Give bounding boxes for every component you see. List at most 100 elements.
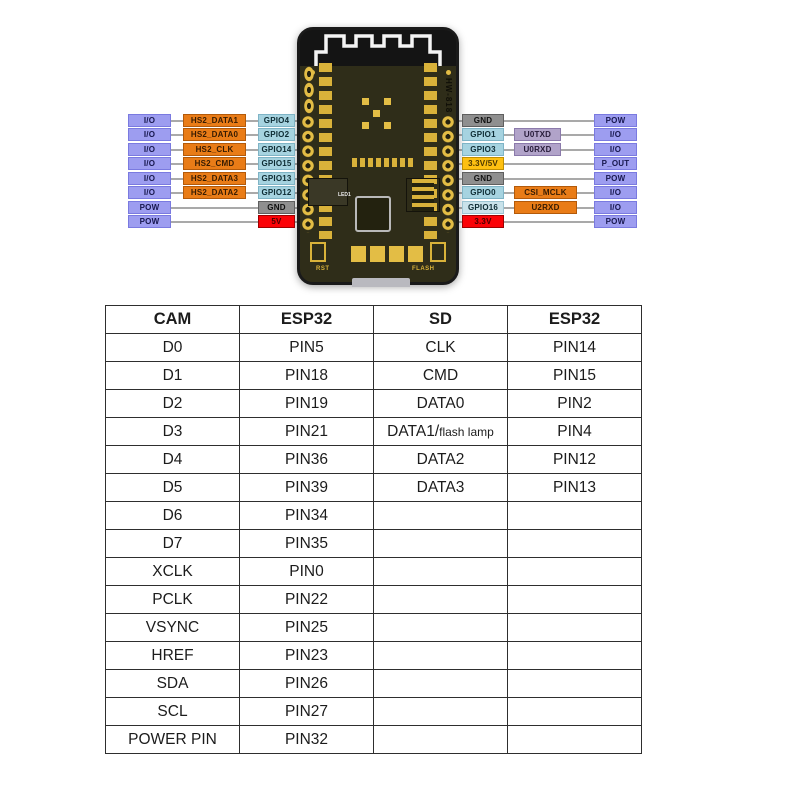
table-cell <box>507 501 642 530</box>
table-cell <box>507 641 642 670</box>
table-cell: PIN27 <box>239 697 374 726</box>
flash-lamp-note: flash lamp <box>439 424 494 439</box>
pin-row-left-1: I/O HS2_DATA1 GPIO4 <box>0 114 800 127</box>
board-via-dot <box>446 70 451 75</box>
table-cell: PIN18 <box>239 361 374 390</box>
table-cell <box>373 725 508 754</box>
table-row: D3 PIN21 DATA1/flash lamp PIN4 <box>105 417 642 446</box>
pin-gpio-badge: GPIO1 <box>462 128 504 141</box>
table-cell <box>373 557 508 586</box>
table-cell <box>507 529 642 558</box>
table-cell: PIN32 <box>239 725 374 754</box>
table-row: XCLK PIN0 <box>105 557 642 586</box>
pin-gpio-badge: GPIO2 <box>258 128 295 141</box>
table-cell <box>373 501 508 530</box>
pin-signal-badge: U0TXD <box>514 128 561 141</box>
pin-row-right-8: 3.3V POW <box>0 215 800 228</box>
pin-signal-badge: HS2_DATA1 <box>183 114 246 127</box>
table-cell: PIN23 <box>239 641 374 670</box>
pin-gpio-badge: GPIO14 <box>258 143 295 156</box>
table-cell: PIN0 <box>239 557 374 586</box>
pin-type-badge: POW <box>594 114 637 127</box>
pin-row-right-6: GPIO0 CSI_MCLK I/O <box>0 186 800 199</box>
table-header-row: CAM ESP32 SD ESP32 <box>105 305 642 334</box>
table-cell <box>507 697 642 726</box>
pin-row-right-7: GPIO16 U2RXD I/O <box>0 201 800 214</box>
pin-type-badge: POW <box>594 215 637 228</box>
pin-gnd-badge: GND <box>462 114 504 127</box>
table-cell: PIN25 <box>239 613 374 642</box>
pin-row-left-3: I/O HS2_CLK GPIO14 <box>0 143 800 156</box>
board-smd-pads-left <box>319 63 332 239</box>
pin-signal-badge: HS2_CLK <box>183 143 246 156</box>
board-fiducial <box>384 122 391 129</box>
board-corner-pad <box>310 242 326 262</box>
table-cell: D4 <box>105 445 240 474</box>
pin-gpio-badge: GPIO3 <box>462 143 504 156</box>
pin-row-left-5: I/O HS2_DATA3 GPIO13 <box>0 172 800 185</box>
table-cell: PIN35 <box>239 529 374 558</box>
pin-signal-badge: HS2_DATA0 <box>183 128 246 141</box>
board-led-label: LED1 <box>338 192 351 198</box>
wire-line <box>150 221 310 223</box>
wire-line <box>450 120 600 122</box>
board-castellated-pads-right <box>441 115 455 233</box>
pin-row-left-8: POW 5V <box>0 215 800 228</box>
pin-row-right-1: GND POW <box>0 114 800 127</box>
board-connector <box>355 196 391 232</box>
table-cell: PIN36 <box>239 445 374 474</box>
sd-data1-label: DATA1/ <box>387 422 440 440</box>
table-row: D1 PIN18 CMD PIN15 <box>105 361 642 390</box>
table-cell: D6 <box>105 501 240 530</box>
pin-row-right-3: GPIO3 U0RXD I/O <box>0 143 800 156</box>
table-cell: SDA <box>105 669 240 698</box>
table-cell <box>507 557 642 586</box>
board-chip <box>308 178 348 206</box>
board-model-label: HW-818 <box>444 78 453 114</box>
board-oval-pads <box>304 66 314 114</box>
pin-type-badge: I/O <box>128 172 171 185</box>
table-cell: PIN4 <box>507 417 642 446</box>
table-row: D2 PIN19 DATA0 PIN2 <box>105 389 642 418</box>
pin-type-badge: POW <box>128 201 171 214</box>
table-cell: PIN14 <box>507 333 642 362</box>
table-cell <box>373 529 508 558</box>
pin-signal-badge: CSI_MCLK <box>514 186 577 199</box>
board-bottom-pad <box>389 246 404 262</box>
table-cell: XCLK <box>105 557 240 586</box>
pin-row-left-6: I/O HS2_DATA2 GPIO12 <box>0 186 800 199</box>
pin-gpio-badge: GPIO12 <box>258 186 295 199</box>
pin-gpio-badge: GPIO4 <box>258 114 295 127</box>
pin-signal-badge: HS2_DATA3 <box>183 172 246 185</box>
board-smd-pads-right <box>424 63 437 239</box>
table-row: SCL PIN27 <box>105 697 642 726</box>
table-cell: POWER PIN <box>105 725 240 754</box>
pin-row-left-2: I/O HS2_DATA0 GPIO2 <box>0 128 800 141</box>
board-antenna-zone <box>300 30 456 66</box>
wifi-antenna-icon <box>314 34 442 66</box>
table-row: D7 PIN35 <box>105 529 642 558</box>
table-cell: HREF <box>105 641 240 670</box>
table-cell: PIN39 <box>239 473 374 502</box>
pin-gpio-badge: GPIO0 <box>462 186 504 199</box>
board-corner-pad <box>430 242 446 262</box>
board-pad-row <box>352 158 414 167</box>
pin-type-badge: I/O <box>594 201 637 214</box>
board-flash-label: FLASH <box>412 266 435 272</box>
pin-type-badge: P_OUT <box>594 157 637 170</box>
board-bottom-pad <box>408 246 423 262</box>
table-cell: PCLK <box>105 585 240 614</box>
pinout-diagram: I/O HS2_DATA1 GPIO4 I/O HS2_DATA0 GPIO2 … <box>0 0 800 300</box>
table-cell: PIN13 <box>507 473 642 502</box>
board-fiducial <box>373 110 380 117</box>
board-bottom-pad <box>351 246 366 262</box>
pin-type-badge: I/O <box>128 186 171 199</box>
table-cell: DATA1/flash lamp <box>373 417 508 446</box>
board-fiducial <box>362 98 369 105</box>
table-cell <box>373 641 508 670</box>
pin-gpio-badge: GPIO13 <box>258 172 295 185</box>
pin-type-badge: I/O <box>128 128 171 141</box>
board-connector-tab <box>352 278 410 287</box>
wire-line <box>450 221 600 223</box>
table-row: D6 PIN34 <box>105 501 642 530</box>
